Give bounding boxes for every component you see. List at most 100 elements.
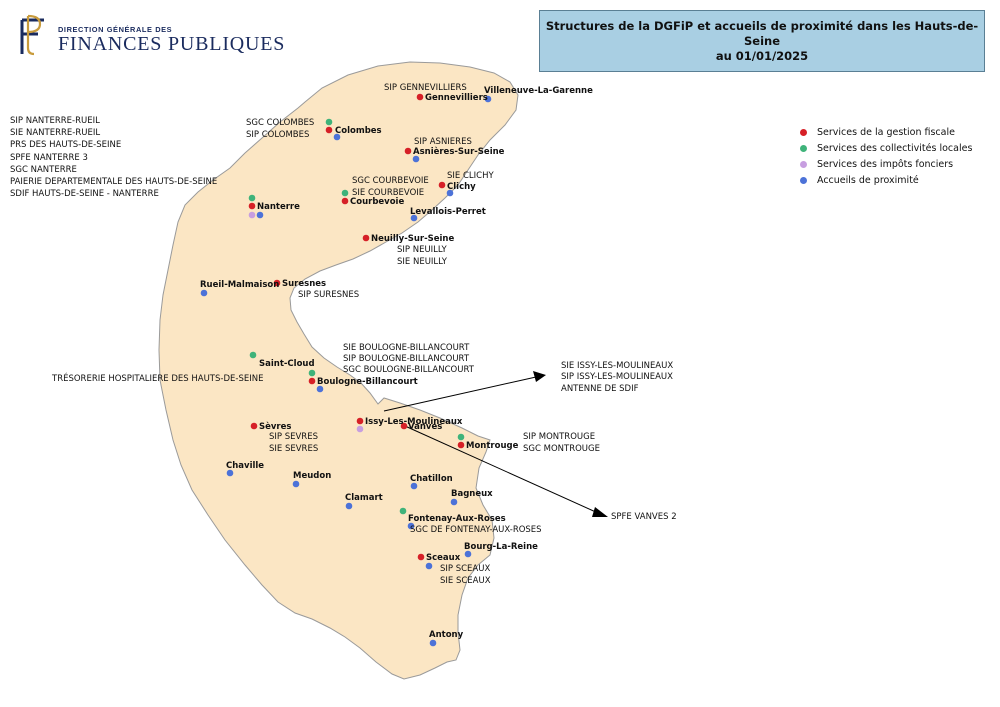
- marker-accueils-proximite: [484, 95, 492, 103]
- marker-collectivites-locales: [325, 118, 333, 126]
- arrow-issy: [383, 376, 537, 412]
- service-label: SGC COLOMBES: [246, 118, 314, 128]
- nanterre-service-item: SGC NANTERRE: [10, 164, 77, 175]
- service-label: SGC BOULOGNE-BILLANCOURT: [343, 365, 475, 375]
- marker-accueils-proximite: [410, 482, 418, 490]
- town-label: Vanves: [408, 422, 442, 432]
- town-label: Bagneux: [451, 489, 493, 499]
- service-label: SIP ASNIERES: [414, 137, 472, 147]
- legend-item-impots-fonciers: Services des impôts fonciers: [800, 156, 972, 172]
- service-label: SIP SURESNES: [298, 290, 359, 300]
- legend-item-collectivites-locales: Services des collectivités locales: [800, 140, 972, 156]
- nanterre-service-item: SPFE NANTERRE 3: [10, 152, 88, 163]
- marker-gestion-fiscale: [341, 197, 349, 205]
- marker-impots-fonciers: [248, 211, 256, 219]
- service-label: SIP MONTROUGE: [523, 432, 595, 442]
- marker-accueils-proximite: [412, 155, 420, 163]
- map-title: Structures de la DGFiP et accueils de pr…: [539, 10, 985, 72]
- legend-label: Services de la gestion fiscale: [817, 126, 955, 138]
- town-label: Antony: [429, 630, 464, 640]
- title-line-2: au 01/01/2025: [715, 48, 809, 63]
- legend-label: Accueils de proximité: [817, 174, 919, 186]
- town-label: Issy-Les-Moulineaux: [365, 417, 463, 427]
- town-label: Gennevilliers: [425, 93, 488, 103]
- legend-dot-impots-fonciers: [800, 160, 807, 168]
- legend-dot-accueils-proximite: [800, 176, 807, 184]
- service-label: SIE COURBEVOIE: [352, 188, 424, 198]
- marker-accueils-proximite: [446, 189, 454, 197]
- town-label: Saint-Cloud: [259, 359, 315, 369]
- marker-gestion-fiscale: [438, 181, 446, 189]
- nanterre-services-list: SIP NANTERRE-RUEIL SIE NANTERRE-RUEIL PR…: [10, 115, 217, 200]
- service-label: SIP SCEAUX: [440, 564, 490, 574]
- town-label: Montrouge: [466, 441, 519, 451]
- marker-accueils-proximite: [450, 498, 458, 506]
- marker-accueils-proximite: [316, 385, 324, 393]
- service-label: SIE CLICHY: [447, 171, 494, 181]
- marker-collectivites-locales: [457, 433, 465, 441]
- nanterre-service-item: PAIERIE DEPARTEMENTALE DES HAUTS-DE-SEIN…: [10, 177, 218, 188]
- marker-accueils-proximite: [425, 562, 433, 570]
- nanterre-service-item: PRS DES HAUTS-DE-SEINE: [10, 140, 122, 151]
- map-labels: GennevilliersVilleneuve-La-GarenneColomb…: [51, 83, 677, 640]
- service-label: SGC MONTROUGE: [523, 444, 600, 454]
- service-label: SIE SCEAUX: [440, 576, 491, 586]
- town-label: Chaville: [226, 461, 264, 471]
- service-label: SGC COURBEVOIE: [352, 176, 429, 186]
- service-label: SPFE VANVES 2: [611, 512, 677, 522]
- town-label: Fontenay-Aux-Roses: [408, 514, 506, 524]
- town-label: Neuilly-Sur-Seine: [371, 234, 454, 244]
- town-label: Courbevoie: [350, 197, 404, 207]
- town-label: Bourg-La-Reine: [464, 542, 538, 552]
- service-label: SIP ISSY-LES-MOULINEAUX: [561, 372, 673, 382]
- logo-line-1: DIRECTION GÉNÉRALE DES: [58, 25, 173, 34]
- marker-accueils-proximite: [292, 480, 300, 488]
- service-label: SIE BOULOGNE-BILLANCOURT: [343, 343, 470, 353]
- service-label: SIP COLOMBES: [246, 130, 309, 140]
- marker-collectivites-locales: [399, 507, 407, 515]
- arrowhead-issy: [533, 371, 546, 382]
- service-label: SIE ISSY-LES-MOULINEAUX: [561, 361, 673, 371]
- marker-accueils-proximite: [256, 211, 264, 219]
- marker-gestion-fiscale: [362, 234, 370, 242]
- town-label: Chatillon: [410, 474, 453, 484]
- marker-gestion-fiscale: [404, 147, 412, 155]
- town-label: Boulogne-Billancourt: [317, 377, 418, 387]
- service-label: ANTENNE DE SDIF: [561, 384, 639, 394]
- service-label: SIP SEVRES: [269, 432, 318, 442]
- arrowhead-vanves: [592, 507, 608, 517]
- legend: Services de la gestion fiscale Services …: [800, 124, 972, 188]
- town-label: Nanterre: [257, 202, 300, 212]
- legend-dot-gestion-fiscale: [800, 128, 807, 136]
- marker-accueils-proximite: [407, 522, 415, 530]
- town-label: Sceaux: [426, 553, 461, 563]
- nanterre-service-item: SDIF HAUTS-DE-SEINE - NANTERRE: [10, 189, 159, 200]
- marker-gestion-fiscale: [356, 417, 364, 425]
- service-label: SIE NEUILLY: [397, 257, 448, 267]
- service-label: SIE SEVRES: [269, 444, 318, 454]
- service-label: TRÉSORERIE HOSPITALIERE DES HAUTS-DE-SEI…: [51, 372, 263, 384]
- service-label: SIP GENNEVILLIERS: [384, 83, 467, 93]
- marker-collectivites-locales: [341, 189, 349, 197]
- marker-gestion-fiscale: [400, 422, 408, 430]
- nanterre-service-item: SIE NANTERRE-RUEIL: [10, 128, 101, 139]
- marker-accueils-proximite: [429, 639, 437, 647]
- marker-accueils-proximite: [464, 550, 472, 558]
- marker-gestion-fiscale: [273, 279, 281, 287]
- marker-accueils-proximite: [345, 502, 353, 510]
- marker-gestion-fiscale: [457, 441, 465, 449]
- dgfip-logo: DIRECTION GÉNÉRALE DES FINANCES PUBLIQUE…: [14, 14, 284, 58]
- town-label: Asnières-Sur-Seine: [413, 146, 505, 157]
- legend-item-accueils-proximite: Accueils de proximité: [800, 172, 972, 188]
- legend-label: Services des collectivités locales: [817, 142, 973, 154]
- annotation-arrows: [383, 371, 608, 517]
- marker-gestion-fiscale: [325, 126, 333, 134]
- town-label: Levallois-Perret: [410, 207, 486, 217]
- town-label: Clichy: [447, 182, 476, 192]
- town-label: Rueil-Malmaison: [200, 280, 279, 290]
- service-label: SGC DE FONTENAY-AUX-ROSES: [410, 525, 542, 535]
- marker-accueils-proximite: [200, 289, 208, 297]
- title-line-1: Structures de la DGFiP et accueils de pr…: [545, 18, 979, 48]
- marker-accueils-proximite: [226, 469, 234, 477]
